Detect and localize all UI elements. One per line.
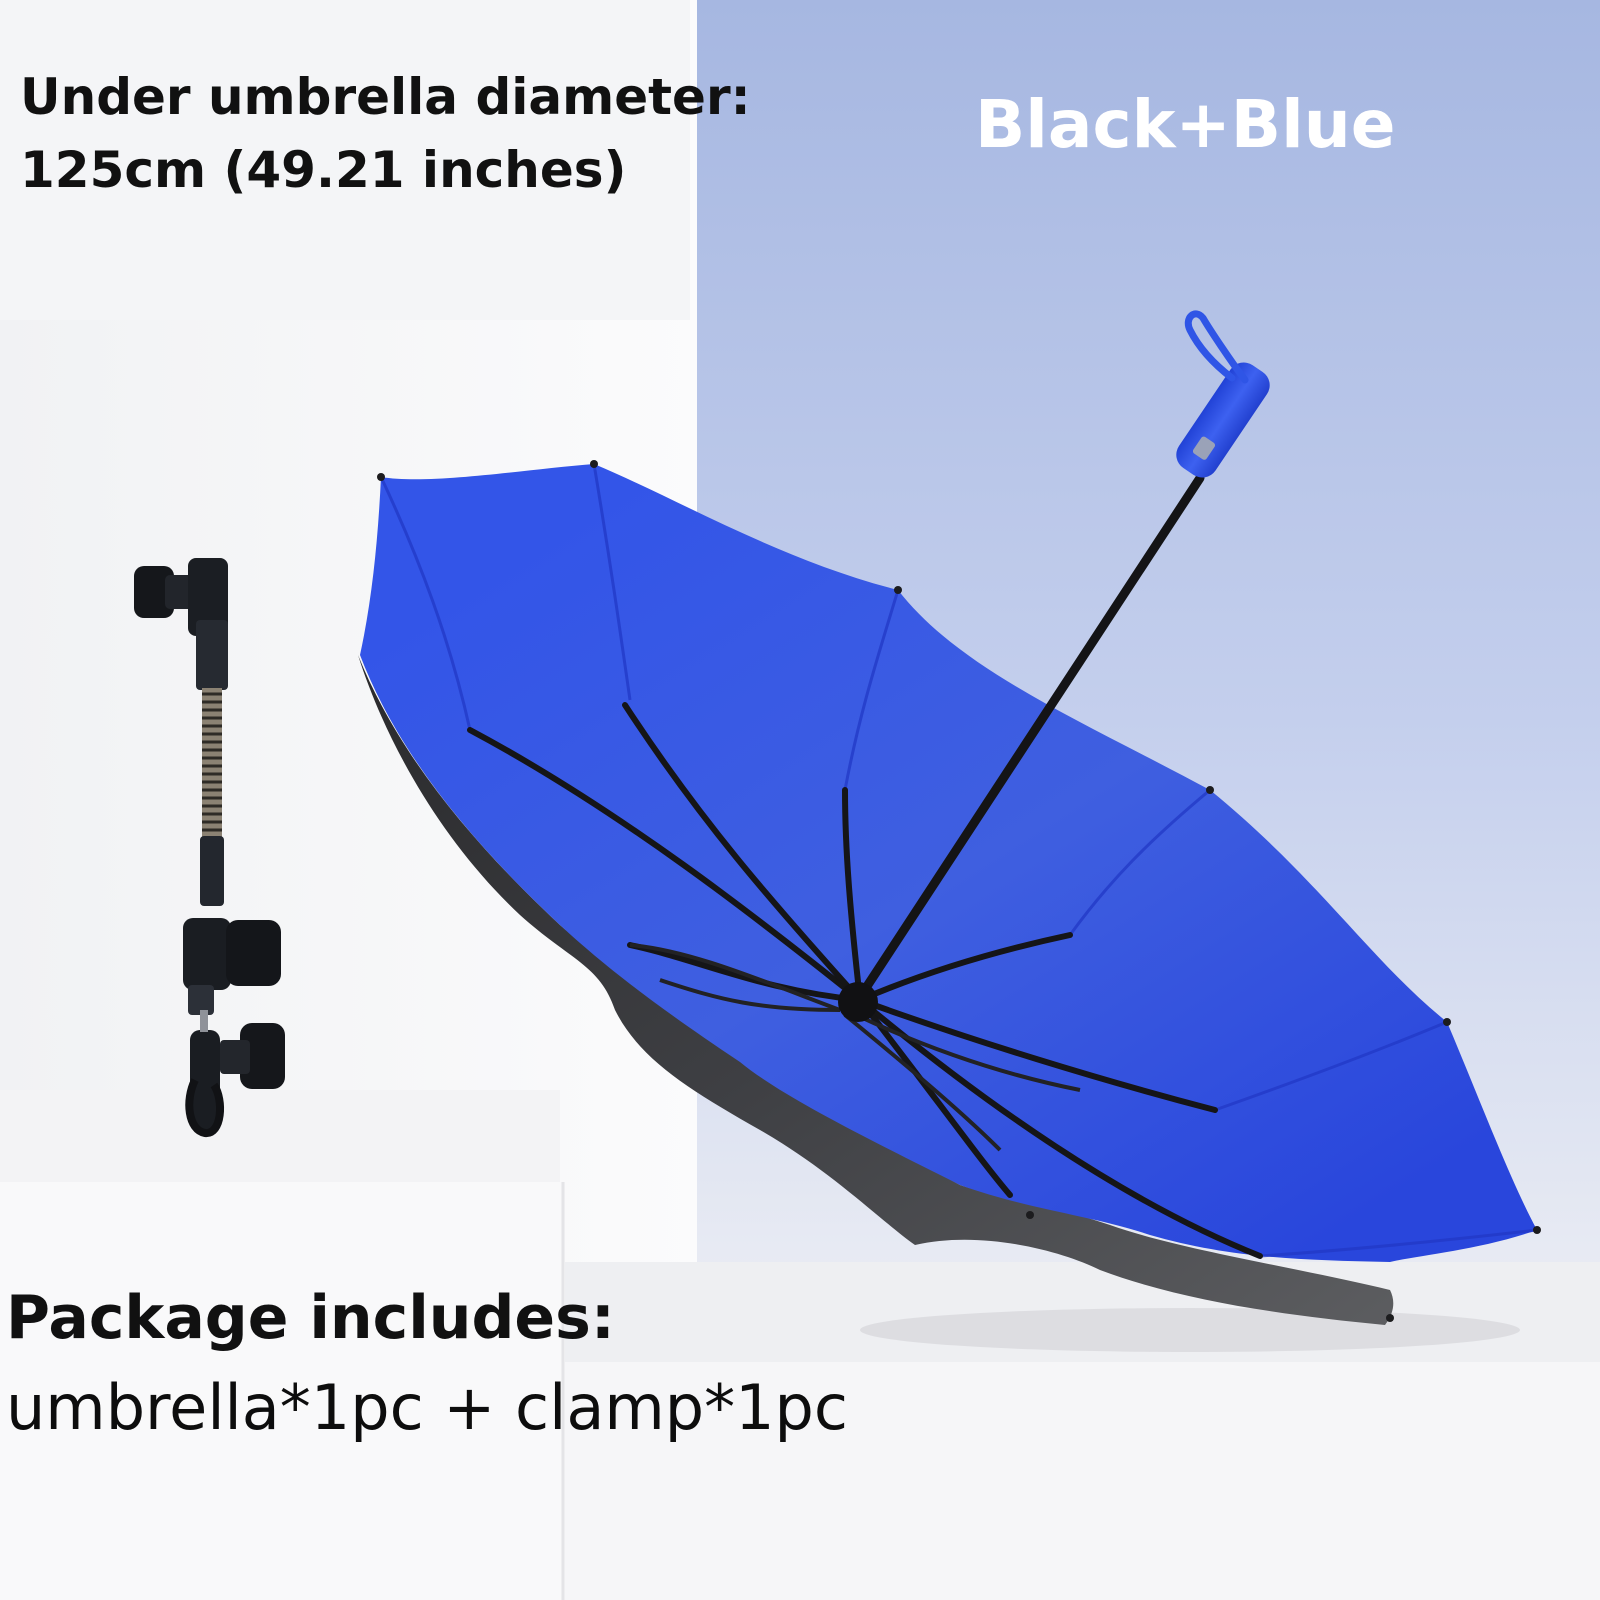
umbrella-outer-fabric (358, 655, 1394, 1325)
upper-shelf (0, 0, 690, 320)
rib-tips (377, 460, 1541, 1322)
umbrella-shaft (853, 473, 1205, 1005)
diameter-value: 125cm (49.21 inches) (20, 141, 627, 199)
umbrella-product (358, 310, 1541, 1325)
umbrella-stretchers (629, 943, 1081, 1152)
pedestal-front (0, 1182, 565, 1600)
clamp-product (134, 558, 285, 1137)
umbrella-handle (1176, 362, 1270, 478)
package-contents: umbrella*1pc + clamp*1pc (6, 1371, 848, 1444)
umbrella-shadow (860, 1308, 1520, 1352)
floor-highlight (565, 1362, 1600, 1600)
clamp-spring (202, 688, 222, 838)
canopy-seams (379, 463, 1538, 1258)
handle-strap (1184, 310, 1249, 384)
diameter-label: Under umbrella diameter: (20, 68, 751, 126)
color-option-label: Black+Blue (975, 86, 1396, 163)
umbrella-hub (838, 982, 878, 1022)
umbrella-ribs (467, 702, 1263, 1259)
package-title: Package includes: (6, 1283, 615, 1353)
